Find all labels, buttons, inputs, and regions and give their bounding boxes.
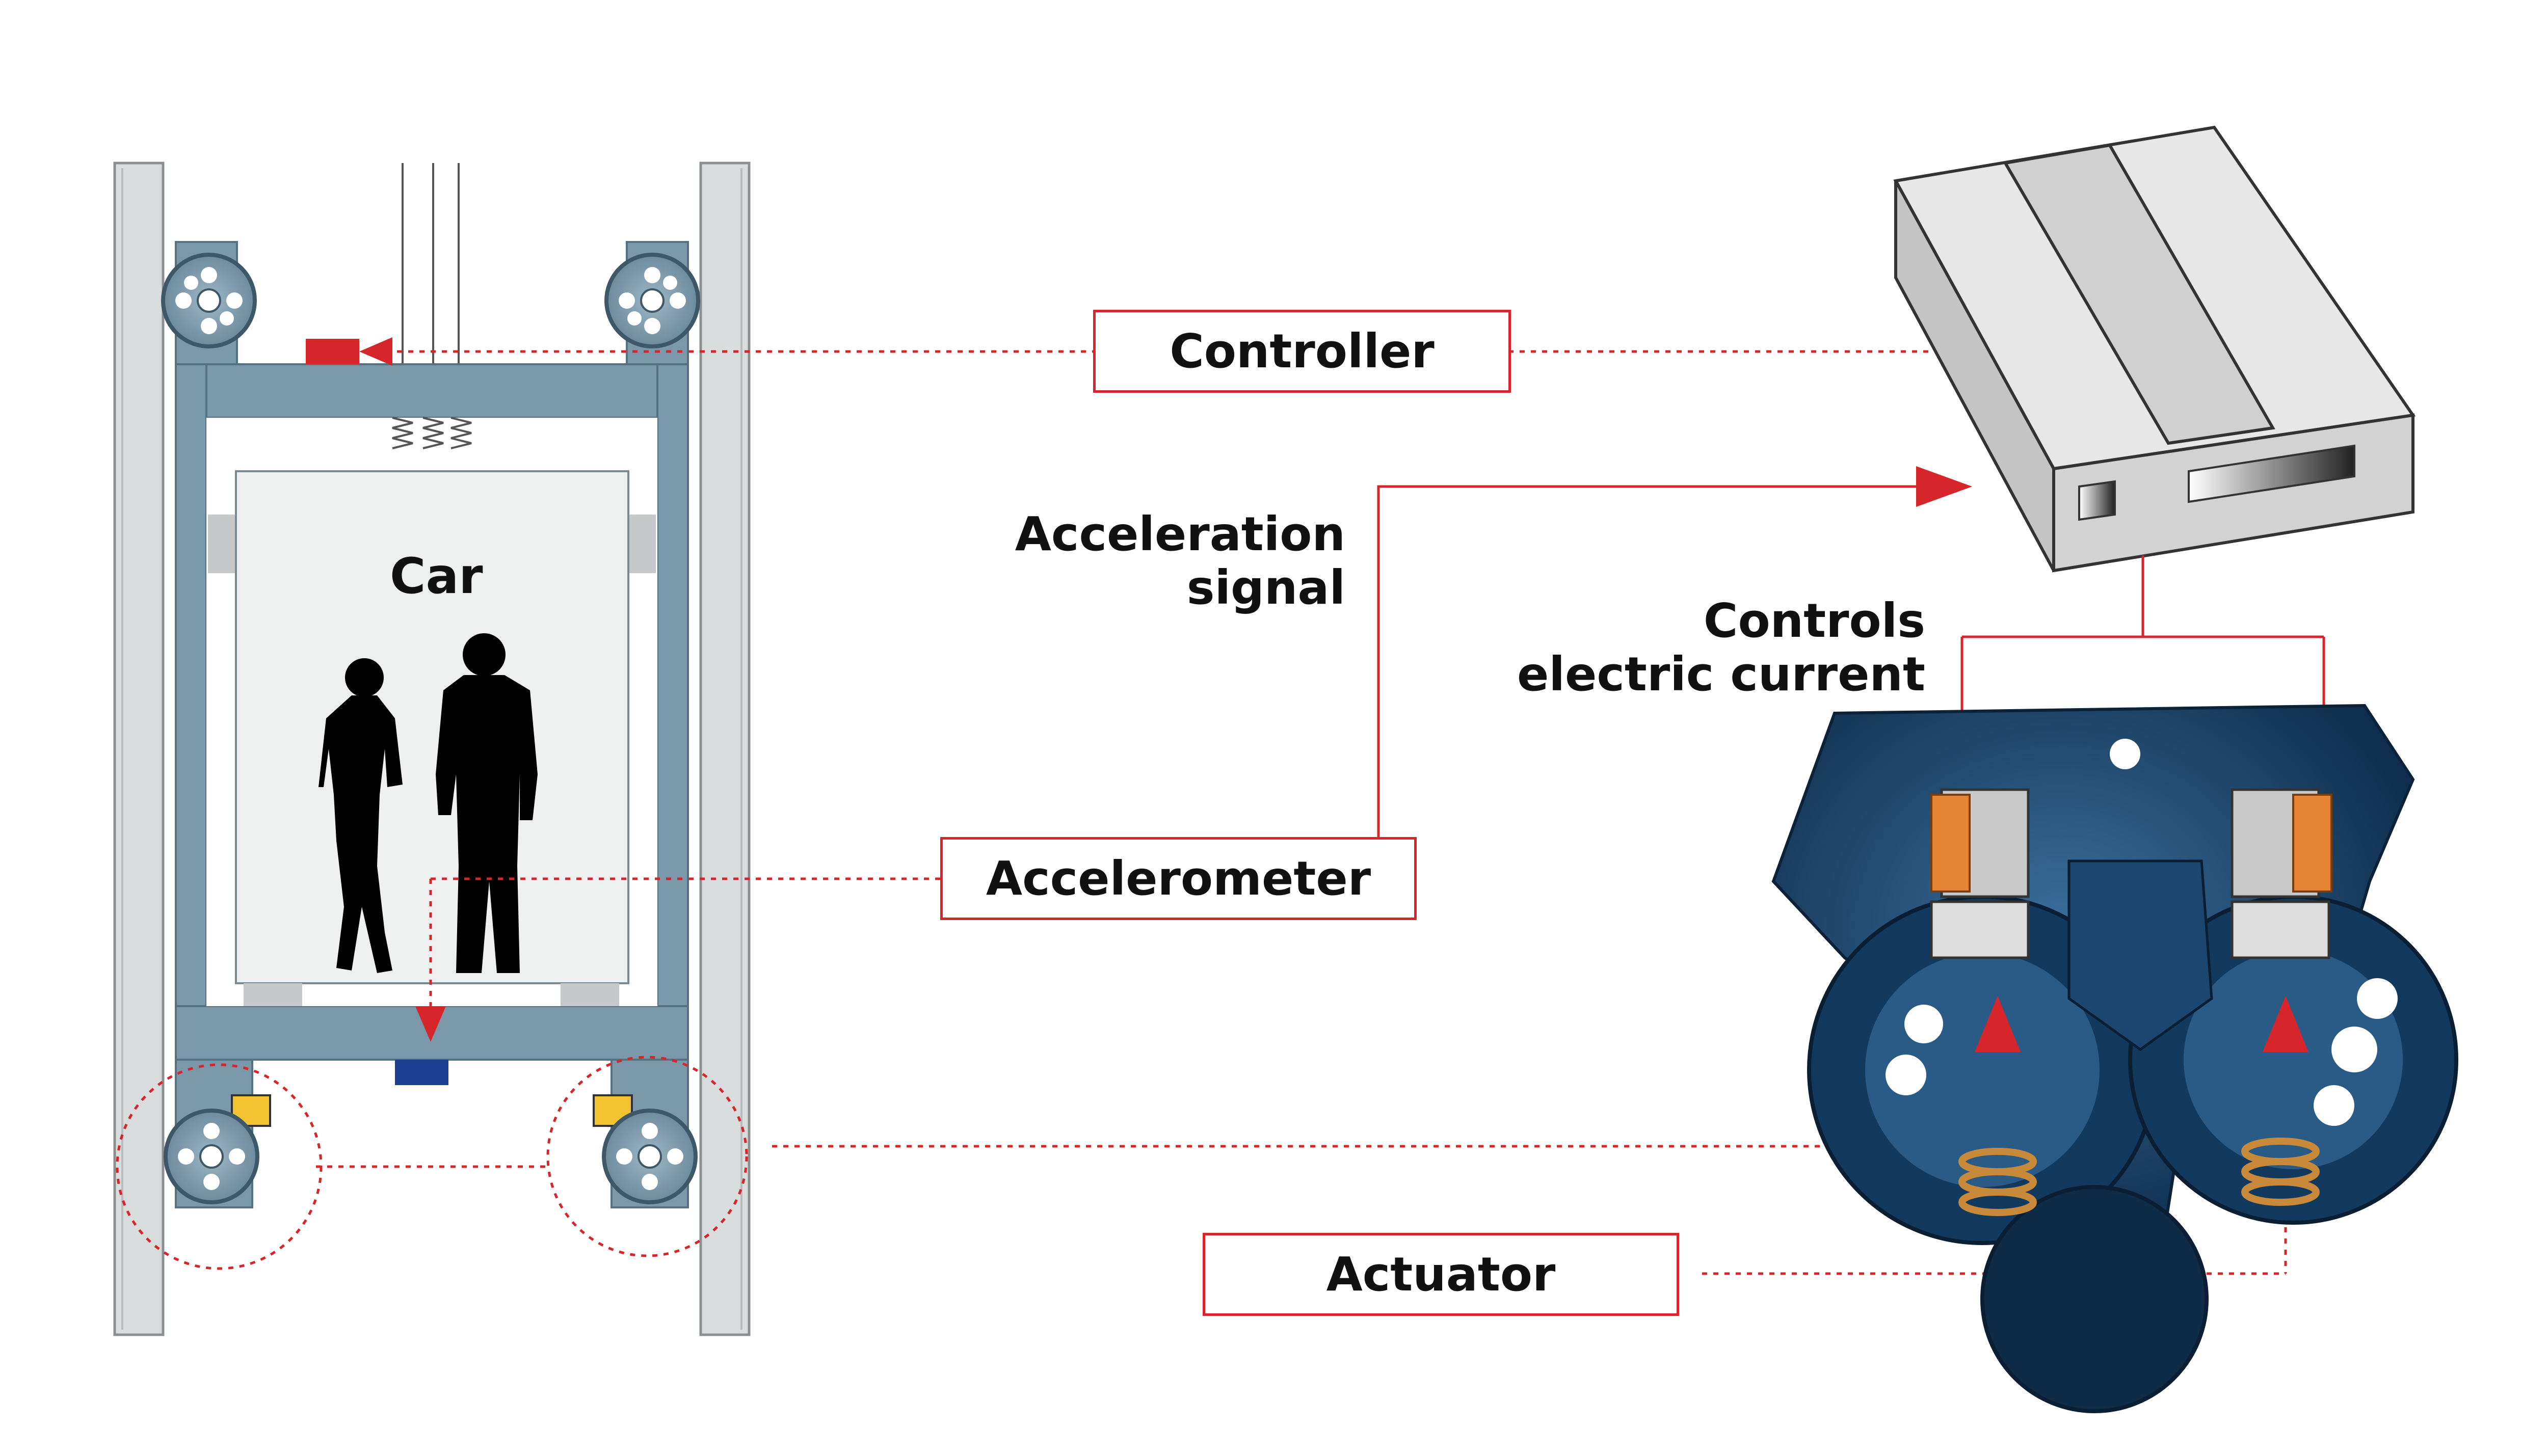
car-label: Car (390, 548, 483, 605)
controller-arrowhead (359, 337, 392, 366)
roller-guide-top-left (161, 241, 257, 365)
actuator-label: Actuator (1326, 1247, 1556, 1302)
passenger-man-silhouette (436, 633, 538, 973)
acceleration-signal-arrowhead (1916, 466, 1972, 507)
roller-guide-bottom-left (164, 1059, 271, 1208)
controller-label-box: Controller (1093, 310, 1511, 393)
roller-guide-top-right (604, 241, 700, 365)
actuator-arrowhead-right (2263, 996, 2308, 1052)
hoist-ropes (402, 163, 460, 367)
actuator-highlight-circles (116, 1056, 748, 1270)
acceleration-signal-label-line1: Acceleration (1015, 507, 1345, 561)
accelerometer-arrowhead (415, 1006, 446, 1042)
accelerometer-dotted-link (429, 877, 940, 1014)
roller-guide-bottom-right (593, 1059, 698, 1208)
controller-box (1893, 125, 2416, 573)
right-guide-rail (699, 161, 751, 1336)
actuator-arrowhead-left (1975, 996, 2021, 1052)
acceleration-signal-label-line2: signal (1186, 560, 1345, 615)
passenger-woman-silhouette (319, 658, 403, 973)
accelerometer-label-box: Accelerometer (940, 837, 1417, 920)
controller-label: Controller (1170, 324, 1435, 379)
accelerometer-sensor (395, 1060, 448, 1085)
actuator-assembly (1771, 704, 2458, 1413)
left-guide-rail (113, 161, 165, 1336)
car-top-controller-unit (306, 339, 359, 364)
acceleration-signal-line (1377, 485, 1916, 838)
controls-current-label-line1: Controls (1703, 594, 1925, 648)
controls-current-label-line2: electric current (1517, 647, 1925, 702)
actuator-label-box: Actuator (1203, 1233, 1679, 1316)
car-cabin (208, 470, 656, 1006)
accelerometer-label: Accelerometer (986, 851, 1371, 906)
rope-springs (392, 417, 472, 449)
